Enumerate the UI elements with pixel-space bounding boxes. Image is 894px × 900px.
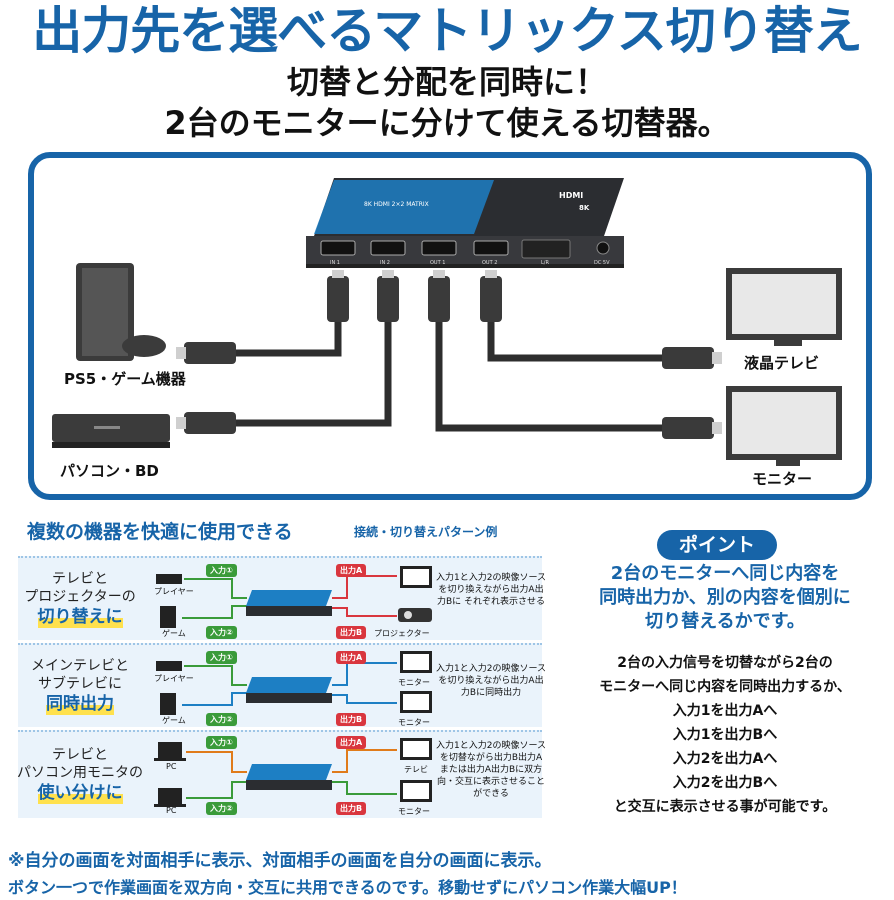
port-lr: L/R <box>541 260 549 266</box>
row3-outA-tag: 出力A <box>336 736 367 749</box>
point-body-line1: 2台の入力信号を切替ながら2台の <box>617 655 833 671</box>
row3-dst2: モニター <box>398 807 430 816</box>
patterns-title: 複数の機器を快適に使用できる <box>27 521 293 543</box>
port-out1: OUT 1 <box>430 260 445 266</box>
row2-highlight: 同時出力 <box>46 693 114 715</box>
row3-desc: 入力1と入力2の映像ソースを切替ながら出力B出力Aまたは出力A出力Bに双方向・交… <box>436 741 547 799</box>
row2-in1-tag: 入力① <box>206 651 237 664</box>
label-pc-bd: パソコン・BD <box>60 462 159 480</box>
point-head-line1: 2台のモニターへ同じ内容を <box>610 563 840 584</box>
footer-line-2: ボタン一つで作業画面を双方向・交互に共用できるのです。移動せずにパソコン作業大幅… <box>8 878 687 897</box>
monitor-icon <box>726 386 842 466</box>
row2-outB-tag: 出力B <box>336 713 367 726</box>
row2-line2: サブテレビに <box>38 676 122 692</box>
row1-diagram <box>156 566 432 628</box>
row3-src1: PC <box>166 762 177 771</box>
row3-dst1: テレビ <box>404 765 428 774</box>
row2-diagram <box>156 651 432 715</box>
row1-in2-tag: 入力② <box>206 626 237 639</box>
page-title: 出力先を選べるマトリックス切り替え <box>32 2 863 60</box>
row1-in1-tag: 入力① <box>206 564 237 577</box>
row1-outB-tag: 出力B <box>336 626 367 639</box>
row1-line2: プロジェクターの <box>24 589 136 605</box>
diagram-illustration: HDMI 8K 8K HDMI 2×2 MATRIX IN 1 IN 2 OUT… <box>52 178 842 466</box>
connection-diagram: HDMI 8K 8K HDMI 2×2 MATRIX IN 1 IN 2 OUT… <box>28 152 872 500</box>
label-ps5: PS5・ゲーム機器 <box>64 370 186 388</box>
point-body-line7: と交互に表示させる事が可能です。 <box>613 799 837 815</box>
row2-dst2: モニター <box>398 718 430 727</box>
tv-icon <box>726 268 842 346</box>
row2-dst1: モニター <box>398 678 430 687</box>
footer-line-1: ※自分の画面を対面相手に表示、対面相手の画面を自分の画面に表示。 <box>8 851 552 871</box>
row3-src2: PC <box>166 806 177 815</box>
subtitle-line-1: 切替と分配を同時に！ <box>286 63 607 101</box>
row1-src2: ゲーム <box>162 629 186 638</box>
row2-line1: メインテレビと <box>31 658 129 674</box>
point-body-line3: 入力1を出力Aへ <box>672 703 778 719</box>
patterns-subtitle: 接続・切り替えパターン例 <box>354 525 498 539</box>
point-body-line6: 入力2を出力Bへ <box>672 775 778 791</box>
row3-highlight: 使い分けに <box>37 782 123 804</box>
port-dc: DC 5V <box>594 260 610 266</box>
row2-outA-tag: 出力A <box>336 651 367 664</box>
hdmi-tips <box>176 270 722 434</box>
row3-line1: テレビと <box>52 747 108 763</box>
row2-src1: プレイヤー <box>154 674 194 683</box>
row3-diagram <box>154 738 432 807</box>
row1-line1: テレビと <box>52 571 108 587</box>
point-body-line4: 入力1を出力Bへ <box>672 727 778 743</box>
point-heading: 2台のモニターへ同じ内容を 同時出力か、別の内容を個別に 切り替えるかです。 <box>560 562 890 634</box>
port-out2: OUT 2 <box>482 260 497 266</box>
row1-desc: 入力1と入力2の映像ソースを切り換えながら出力A出力Bに それぞれ表示させる <box>436 573 547 607</box>
row3-in2-tag: 入力② <box>206 802 237 815</box>
point-body-line5: 入力2を出力Aへ <box>672 751 778 767</box>
matrix-switch-device: HDMI 8K 8K HDMI 2×2 MATRIX IN 1 IN 2 OUT… <box>306 178 624 268</box>
row1-highlight: 切り替えに <box>37 606 123 628</box>
point-head-line3: 切り替えるかです。 <box>645 611 805 632</box>
row1-outA-tag: 出力A <box>336 564 367 577</box>
row2-src2: ゲーム <box>162 716 186 725</box>
device-model: 8K HDMI 2×2 MATRIX <box>364 201 429 208</box>
row3-outB-tag: 出力B <box>336 802 367 815</box>
point-badge: ポイント <box>657 530 777 560</box>
pattern-row-1: テレビと プロジェクターの 切り替えに 入力① 入力② 出力A 出力B プレイヤ… <box>18 556 546 640</box>
row2-desc: 入力1と入力2の映像ソースを切り換えながら出力A出力Bに同時出力 <box>436 664 547 698</box>
row3-in1-tag: 入力① <box>206 736 237 749</box>
label-monitor: モニター <box>752 470 813 488</box>
bd-player-icon <box>52 414 170 448</box>
hdmi-cables <box>234 320 664 432</box>
subtitle-line-2: 2台のモニターに分けて使える切替器。 <box>164 104 730 142</box>
device-badge: 8K <box>579 204 590 212</box>
ps5-icon <box>76 263 166 361</box>
point-head-line2: 同時出力か、別の内容を個別に <box>599 587 851 608</box>
point-body-line2: モニターへ同じ内容を同時出力するか、 <box>599 679 851 695</box>
label-tv: 液晶テレビ <box>744 354 820 372</box>
device-brand: HDMI <box>559 191 583 200</box>
port-in2: IN 2 <box>380 260 390 266</box>
row1-dst2: プロジェクター <box>374 629 430 638</box>
row1-src1: プレイヤー <box>154 587 194 596</box>
port-in1: IN 1 <box>330 260 340 266</box>
pattern-row-2: メインテレビと サブテレビに 同時出力 入力① 入力② 出力A 出力B プレイヤ… <box>18 643 546 727</box>
point-body: 2台の入力信号を切替ながら2台の モニターへ同じ内容を同時出力するか、 入力1を… <box>560 651 890 819</box>
pattern-row-3: テレビと パソコン用モニタの 使い分けに 入力① 入力② 出力A 出力B PC … <box>17 730 546 818</box>
hdmi-plugs <box>184 276 714 439</box>
row2-in2-tag: 入力② <box>206 713 237 726</box>
row3-line2: パソコン用モニタの <box>17 765 143 781</box>
